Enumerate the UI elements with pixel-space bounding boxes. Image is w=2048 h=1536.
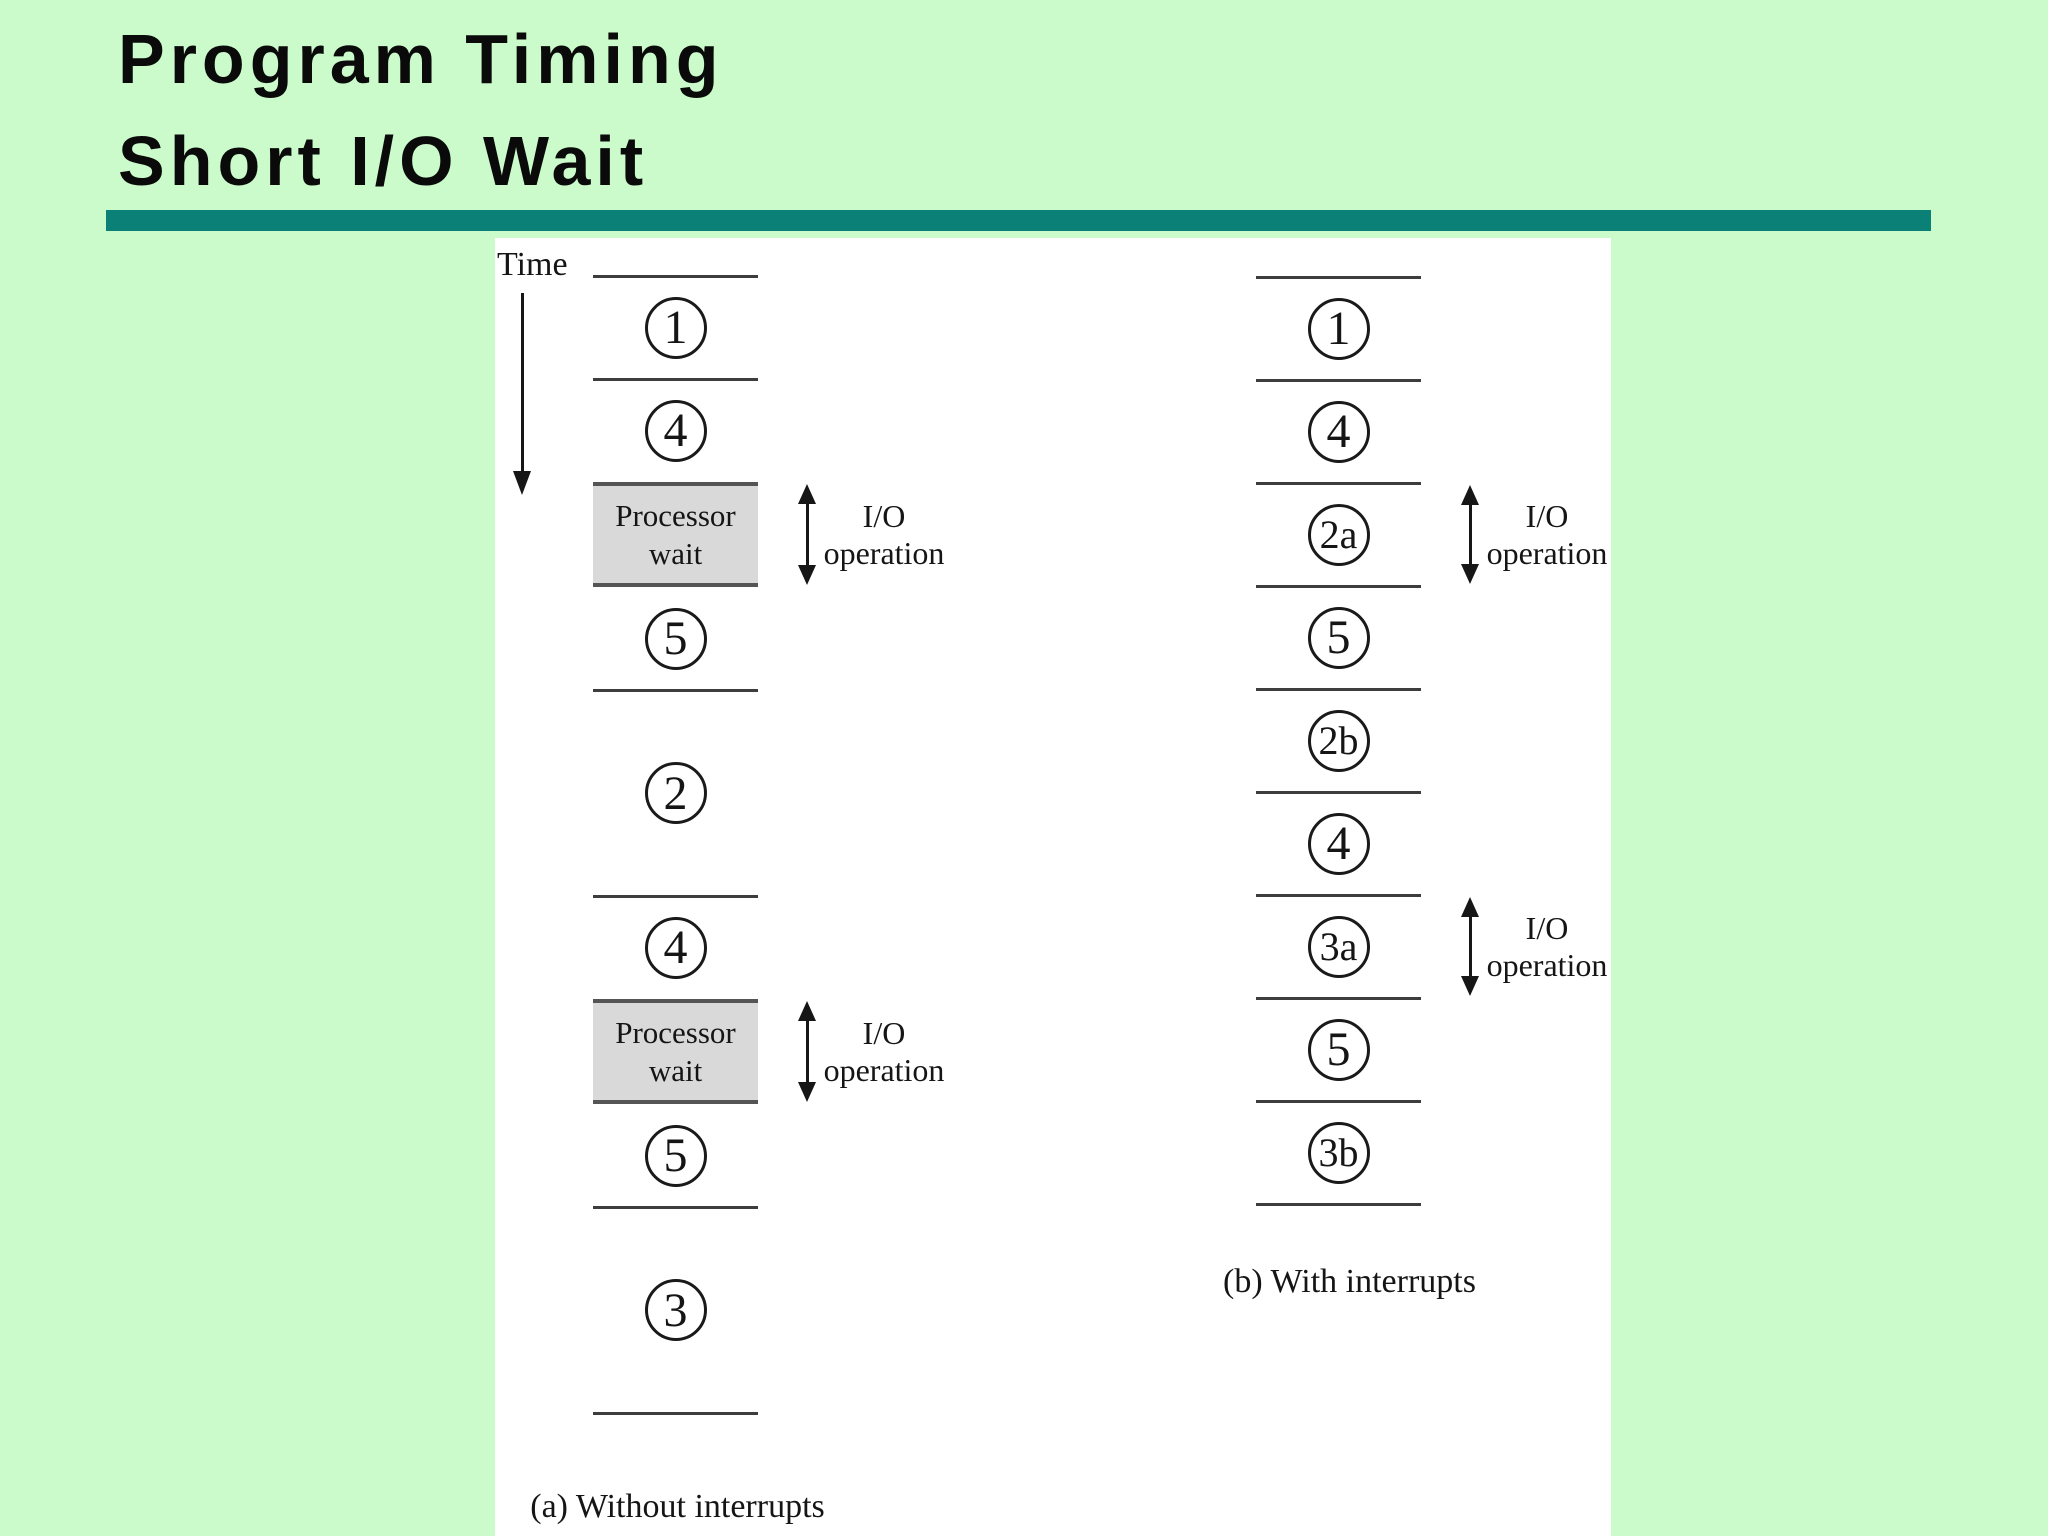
title-divider-bar <box>106 210 1931 231</box>
io-operation-label-line2: operation <box>1486 946 1608 983</box>
processor-wait-label-line1: Processor <box>615 497 736 533</box>
io-operation-label-line2: operation <box>823 534 945 571</box>
io-operation-label-line2: operation <box>823 1051 945 1088</box>
column-caption: (a) Without interrupts <box>530 1488 825 1525</box>
time-axis-arrow-icon <box>513 293 533 495</box>
segment-boundary-line <box>1256 893 1421 897</box>
arrow-shaft <box>1469 909 1472 984</box>
instruction-segment-circle: 2a <box>1307 503 1370 566</box>
segment-boundary-line <box>593 377 758 381</box>
segment-boundary-line <box>1256 1202 1421 1206</box>
slide-title-line-1: Program Timing <box>118 20 724 98</box>
instruction-segment-circle: 5 <box>644 607 707 670</box>
arrow-head-down-icon <box>798 565 816 585</box>
arrow-head-up-icon <box>1461 897 1479 917</box>
instruction-segment-circle: 5 <box>644 1124 707 1187</box>
instruction-segment-circle: 1 <box>644 296 707 359</box>
instruction-segment-circle: 2 <box>644 762 707 824</box>
segment-boundary-line <box>1256 481 1421 485</box>
instruction-segment-circle: 5 <box>1307 1018 1370 1081</box>
arrow-head-up-icon <box>798 484 816 504</box>
arrow-head-down-icon <box>513 471 531 495</box>
segment-boundary-line <box>593 274 758 278</box>
io-operation-label-line1: I/O <box>1525 497 1569 534</box>
io-operation-label-line1: I/O <box>862 497 906 534</box>
segment-boundary-line <box>1256 1099 1421 1103</box>
segment-boundary-line <box>1256 996 1421 1000</box>
instruction-segment-circle: 4 <box>1307 400 1370 463</box>
arrow-head-down-icon <box>1461 564 1479 584</box>
segment-boundary-line <box>1256 790 1421 794</box>
instruction-segment-circle: 4 <box>1307 812 1370 875</box>
instruction-segment-circle: 3b <box>1307 1121 1370 1184</box>
io-operation-label-line1: I/O <box>862 1014 906 1051</box>
segment-boundary-line <box>593 1205 758 1209</box>
instruction-segment-circle: 2b <box>1307 709 1370 772</box>
arrow-shaft <box>806 1013 809 1090</box>
segment-boundary-line <box>593 1411 758 1415</box>
io-double-arrow-icon <box>798 1001 818 1102</box>
instruction-segment-circle: 4 <box>644 399 707 462</box>
instruction-segment-circle: 3 <box>644 1279 707 1341</box>
arrow-head-down-icon <box>798 1082 816 1102</box>
processor-wait-label-line2: wait <box>648 1052 703 1088</box>
arrow-head-down-icon <box>1461 976 1479 996</box>
segment-boundary-line <box>1256 378 1421 382</box>
arrow-shaft <box>806 496 809 573</box>
io-double-arrow-icon <box>798 484 818 585</box>
time-axis-label: Time <box>497 246 568 283</box>
io-operation-label-line2: operation <box>1486 534 1608 571</box>
arrow-shaft <box>1469 497 1472 572</box>
instruction-segment-circle: 5 <box>1307 606 1370 669</box>
column-caption: (b) With interrupts <box>1223 1263 1476 1300</box>
instruction-segment-circle: 3a <box>1307 915 1370 978</box>
segment-boundary-line <box>1256 687 1421 691</box>
arrow-shaft <box>521 293 524 475</box>
io-double-arrow-icon <box>1461 485 1481 584</box>
segment-boundary-line <box>1256 584 1421 588</box>
processor-wait-label-line1: Processor <box>615 1014 736 1050</box>
arrow-head-up-icon <box>1461 485 1479 505</box>
io-double-arrow-icon <box>1461 897 1481 996</box>
instruction-segment-circle: 4 <box>644 916 707 979</box>
processor-wait-label-line2: wait <box>648 535 703 571</box>
segment-boundary-line <box>1256 275 1421 279</box>
arrow-head-up-icon <box>798 1001 816 1021</box>
slide-title-line-2: Short I/O Wait <box>118 122 649 200</box>
slide-title: Program Timing Short I/O Wait <box>118 8 723 212</box>
io-operation-label-line1: I/O <box>1525 909 1569 946</box>
segment-boundary-line <box>593 688 758 692</box>
segment-boundary-line <box>593 894 758 898</box>
instruction-segment-circle: 1 <box>1307 297 1370 360</box>
